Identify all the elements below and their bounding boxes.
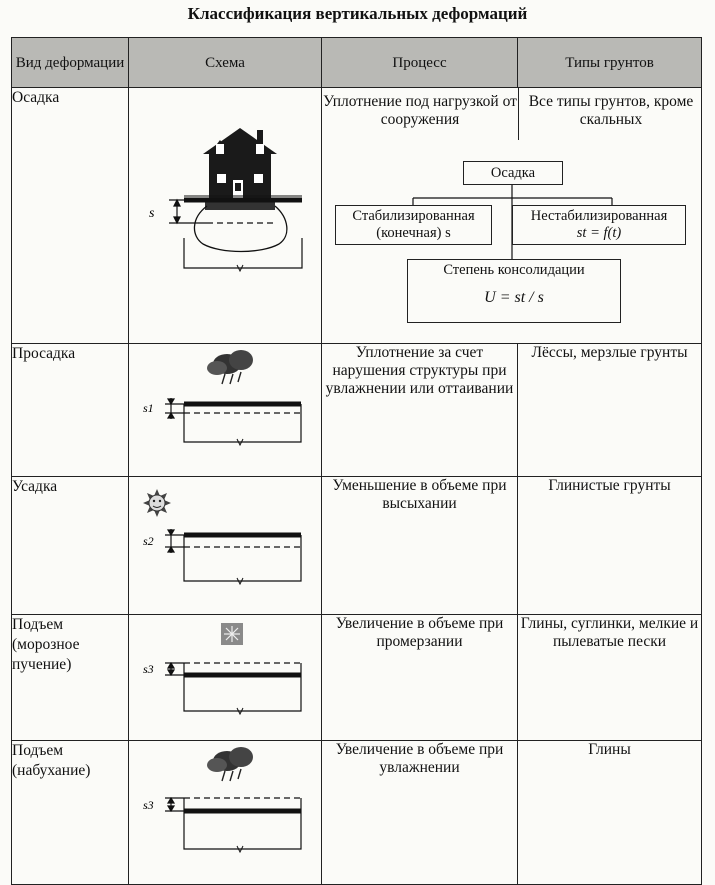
scheme-cell: s3: [128, 614, 322, 741]
process-and-soils-cell: Уплотнение под нагрузкой от сооружения В…: [321, 87, 702, 344]
kind-cell: Просадка: [11, 343, 129, 477]
process-text: Уменьшение в объеме при высыхании: [321, 476, 518, 615]
flow-unstabilized-line1: Нестабилизированная: [530, 208, 668, 224]
kind-cell: Подъем (морозное пучение): [11, 614, 129, 741]
flow-stabilized-line2: (конечная) s: [376, 225, 451, 241]
flow-consolidation-box: Степень консолидации U = st / s: [407, 259, 621, 323]
flow-stabilized-line1: Стабилизированная: [352, 208, 475, 224]
frost-heave-scheme: s3: [143, 623, 302, 716]
swelling-label: s3: [143, 798, 154, 812]
page-title: Классификация вертикальных деформаций: [187, 4, 528, 23]
scheme-cell: s1: [128, 343, 322, 477]
sun-icon: [143, 489, 171, 517]
settlement-dimension: [169, 198, 207, 225]
soils-text: Лёссы, мерзлые грунты: [517, 343, 702, 477]
rain-cloud-icon: [207, 747, 253, 782]
classification-table: Вид деформации Схема Процесс Типы грунто…: [11, 37, 702, 885]
table-row: Просадка: [11, 343, 702, 477]
table-row: Усадка: [11, 476, 702, 615]
rain-cloud-icon: [207, 350, 253, 385]
settlement-scheme: s: [149, 128, 303, 273]
soils-text: Глинистые грунты: [517, 476, 702, 615]
process-text: Увеличение в объеме при промерзании: [321, 614, 518, 741]
flow-consolidation-label: Степень консолидации: [443, 262, 585, 278]
table-row: Подъем (набухание): [11, 740, 702, 885]
scheme-cell: s3: [128, 740, 322, 885]
flow-unstabilized-line2: st = f(t): [576, 225, 622, 241]
scheme-cell: s2: [128, 476, 322, 615]
table-row: Подъем (морозное пучение): [11, 614, 702, 741]
header-soils: Типы грунтов: [517, 37, 702, 88]
settlement-label: s: [149, 206, 155, 221]
soils-text: Все типы грунтов, кроме скальных: [528, 93, 694, 128]
collapse-scheme: s1: [143, 350, 302, 447]
column-divider: [518, 88, 519, 140]
shrinkage-label: s2: [143, 534, 154, 548]
soils-text: Глины: [517, 740, 702, 885]
frost-heave-label: s3: [143, 662, 154, 676]
header-process: Процесс: [321, 37, 518, 88]
snowflake-icon: [221, 623, 243, 645]
collapse-label: s1: [143, 401, 154, 415]
flow-root-label: Осадка: [490, 165, 536, 181]
process-text: Уплотнение за счет нарушения структуры п…: [321, 343, 518, 477]
flow-stabilized-box: Стабилизированная (конечная) s: [335, 205, 492, 245]
shrinkage-scheme: s2: [143, 489, 302, 586]
process-text: Увеличение в объеме при увлажнении: [321, 740, 518, 885]
header-scheme: Схема: [128, 37, 322, 88]
scheme-cell: s: [128, 87, 322, 344]
flow-unstabilized-box: Нестабилизированная st = f(t): [512, 205, 686, 245]
swelling-scheme: s3: [143, 747, 302, 854]
kind-cell: Осадка: [11, 87, 129, 344]
flow-root-box: Осадка: [463, 161, 563, 185]
flow-formula: U = st / s: [484, 289, 544, 306]
pressure-bulb: [193, 205, 288, 253]
header-row: Вид деформации Схема Процесс Типы грунто…: [11, 37, 702, 88]
kind-cell: Усадка: [11, 476, 129, 615]
table-row: Осадка: [11, 87, 702, 344]
kind-cell: Подъем (набухание): [11, 740, 129, 885]
header-kind: Вид деформации: [11, 37, 129, 88]
soils-text: Глины, суглинки, мелкие и пылеватые песк…: [517, 614, 702, 741]
process-text: Уплотнение под нагрузкой от сооружения: [323, 93, 517, 128]
